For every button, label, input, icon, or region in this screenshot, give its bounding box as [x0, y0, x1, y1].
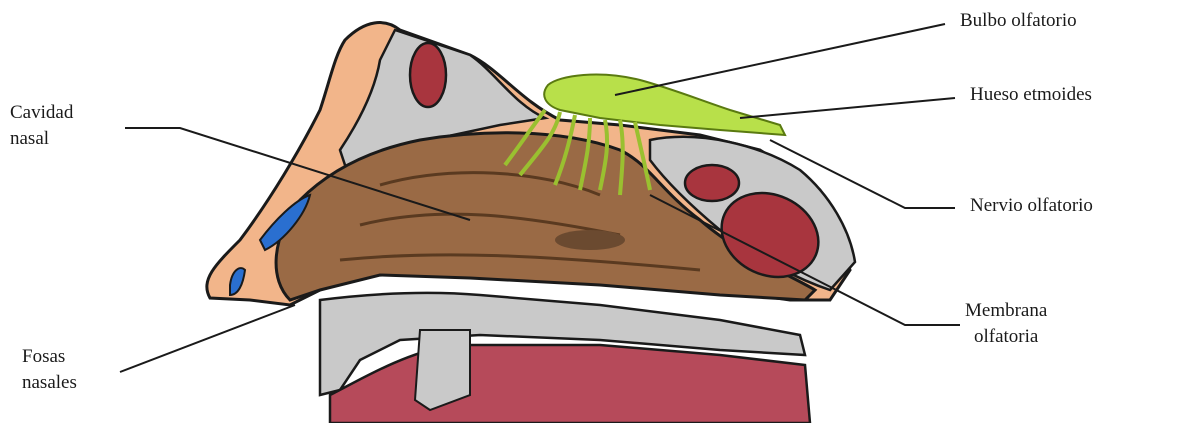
label-fosas-nasales: Fosas nasales — [22, 344, 77, 396]
label-hueso-etmoides: Hueso etmoides — [970, 82, 1092, 108]
label-fosas-line1: Fosas — [22, 344, 65, 370]
label-membrana-line2: olfatoria — [974, 324, 1038, 350]
label-cavidad-line1: Cavidad — [10, 100, 73, 126]
label-nervio-olfatorio: Nervio olfatorio — [970, 193, 1093, 219]
label-cavidad-nasal: Cavidad nasal — [10, 100, 73, 152]
label-membrana-olfatoria: Membrana olfatoria — [965, 298, 1047, 350]
label-bulbo-olfatorio: Bulbo olfatorio — [960, 8, 1077, 34]
oral-mucosa — [330, 345, 810, 423]
meatus-shadow — [555, 230, 625, 250]
leader-bulbo — [615, 24, 945, 95]
label-membrana-line1: Membrana — [965, 298, 1047, 324]
lower-bone — [415, 330, 470, 410]
frontal-sinus — [410, 43, 446, 107]
leader-hueso — [740, 98, 955, 118]
leader-fosas — [120, 305, 295, 372]
label-fosas-line2: nasales — [22, 370, 77, 396]
label-cavidad-line2: nasal — [10, 126, 49, 152]
sphenoid-sinus-small — [685, 165, 739, 201]
